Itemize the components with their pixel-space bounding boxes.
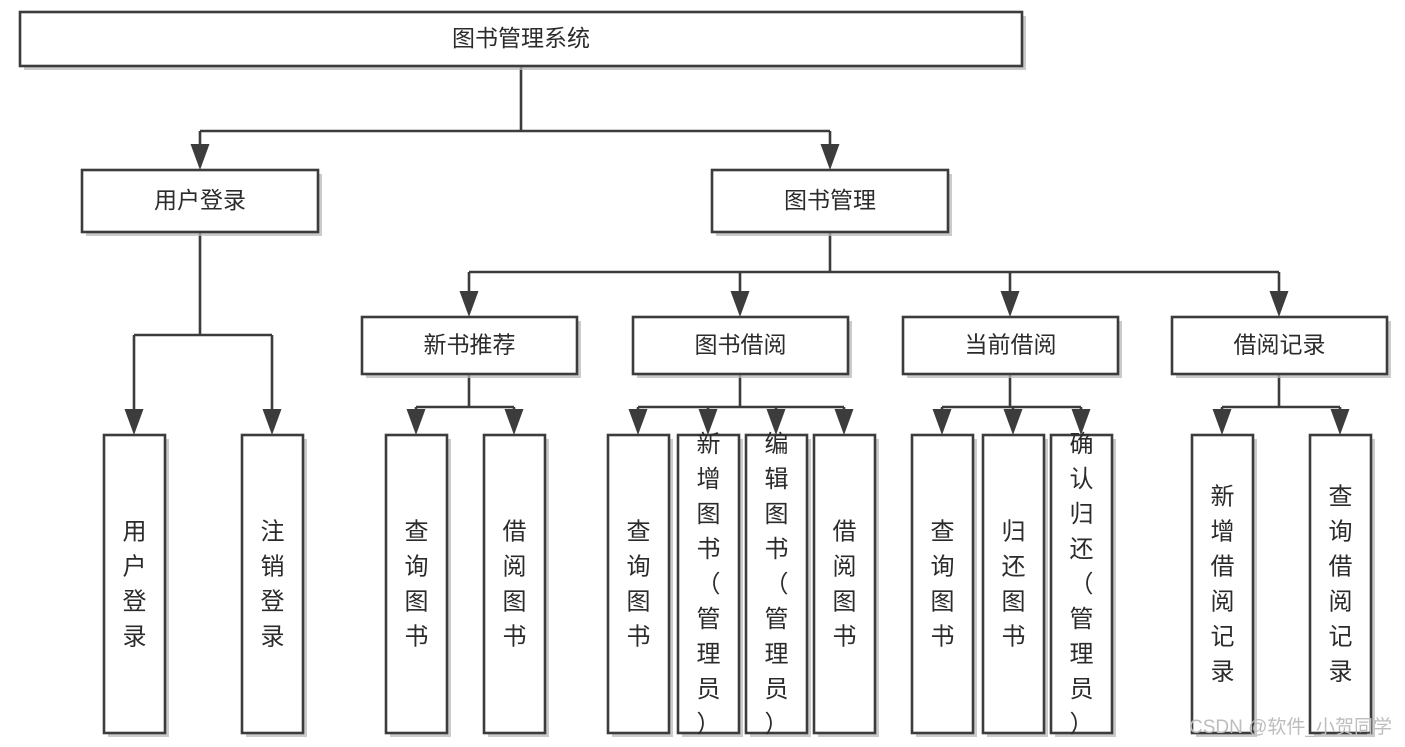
node-box <box>812 433 877 735</box>
node-function-leaf-edit-book[interactable]: 编辑图书（管理员） <box>744 431 811 738</box>
node-label: 当前借阅 <box>965 332 1057 358</box>
node-function-leaf-borrow-book-recommend[interactable]: 借阅图书 <box>482 433 549 737</box>
node-label: 借阅图书 <box>833 519 857 651</box>
node-label: 查询图书 <box>405 519 429 651</box>
node-label: 归还图书 <box>1002 519 1026 651</box>
node-label: 图书管理 <box>784 187 876 213</box>
node-label: 新增图书（管理员） <box>697 431 721 738</box>
node-label: 编辑图书（管理员） <box>765 431 789 738</box>
node-label: 借阅图书 <box>503 519 527 651</box>
node-box <box>910 433 975 735</box>
node-box <box>1308 433 1373 735</box>
node-box <box>1170 315 1389 376</box>
node-label: 图书管理系统 <box>452 25 590 51</box>
node-box <box>631 315 850 376</box>
node-box <box>744 433 809 735</box>
node-label: 查询图书 <box>627 519 651 651</box>
node-label: 新书推荐 <box>424 332 516 358</box>
node-box <box>710 168 950 234</box>
node-submodule-current-borrow[interactable]: 当前借阅 <box>901 315 1122 378</box>
node-function-leaf-user-login[interactable]: 用户登录 <box>102 433 169 737</box>
connector-borrow-record-bus <box>1212 374 1350 435</box>
node-submodule-borrow-record[interactable]: 借阅记录 <box>1170 315 1391 378</box>
connector-layer <box>124 66 1350 435</box>
node-label: 新增借阅记录 <box>1211 484 1235 686</box>
node-function-leaf-query-book-recommend[interactable]: 查询图书 <box>384 433 451 737</box>
node-submodule-book-borrow[interactable]: 图书借阅 <box>631 315 852 378</box>
connector-user-login-bus <box>124 232 282 435</box>
node-module-user-login[interactable]: 用户登录 <box>80 168 322 236</box>
node-box <box>240 433 305 735</box>
node-layer: 图书管理系统用户登录图书管理新书推荐图书借阅当前借阅借阅记录用户登录注销登录查询… <box>18 10 1391 738</box>
node-box <box>981 433 1046 735</box>
node-root-root[interactable]: 图书管理系统 <box>18 10 1026 70</box>
connector-current-borrow-bus <box>932 374 1091 435</box>
node-box <box>482 433 547 735</box>
node-function-leaf-query-book-current[interactable]: 查询图书 <box>910 433 977 737</box>
node-label: 查询借阅记录 <box>1329 484 1353 686</box>
node-box <box>360 315 579 376</box>
node-label: 用户登录 <box>154 187 246 213</box>
csdn-watermark: CSDN @软件_小贺同学 <box>1189 716 1392 738</box>
node-box <box>1190 433 1255 735</box>
node-function-leaf-add-borrow-record[interactable]: 新增借阅记录 <box>1190 433 1257 737</box>
node-label: 查询图书 <box>931 519 955 651</box>
node-box <box>676 433 741 735</box>
node-label: 借阅记录 <box>1234 332 1326 358</box>
node-module-book-manage[interactable]: 图书管理 <box>710 168 952 236</box>
node-box <box>1049 433 1114 735</box>
connector-book-borrow-bus <box>628 374 854 435</box>
node-function-leaf-return-book[interactable]: 归还图书 <box>981 433 1048 737</box>
node-label: 确认归还（管理员） <box>1070 431 1094 738</box>
node-submodule-new-book-recommend[interactable]: 新书推荐 <box>360 315 581 378</box>
connector-root-bus <box>190 66 840 170</box>
connector-book-manage-bus <box>459 232 1289 317</box>
node-label: 用户登录 <box>123 519 147 651</box>
node-function-leaf-borrow-book[interactable]: 借阅图书 <box>812 433 879 737</box>
node-box <box>102 433 167 735</box>
node-box <box>18 10 1024 68</box>
node-box <box>80 168 320 234</box>
node-box <box>606 433 671 735</box>
node-function-leaf-query-book-borrow[interactable]: 查询图书 <box>606 433 673 737</box>
node-function-leaf-confirm-return[interactable]: 确认归还（管理员） <box>1049 431 1116 738</box>
node-box <box>384 433 449 735</box>
node-function-leaf-add-book[interactable]: 新增图书（管理员） <box>676 431 743 738</box>
node-label: 图书借阅 <box>695 332 787 358</box>
connector-new-book-recommend-bus <box>406 374 524 435</box>
node-box <box>901 315 1120 376</box>
node-function-leaf-query-borrow-record[interactable]: 查询借阅记录 <box>1308 433 1375 737</box>
node-function-leaf-logout[interactable]: 注销登录 <box>240 433 307 737</box>
node-label: 注销登录 <box>261 519 285 651</box>
